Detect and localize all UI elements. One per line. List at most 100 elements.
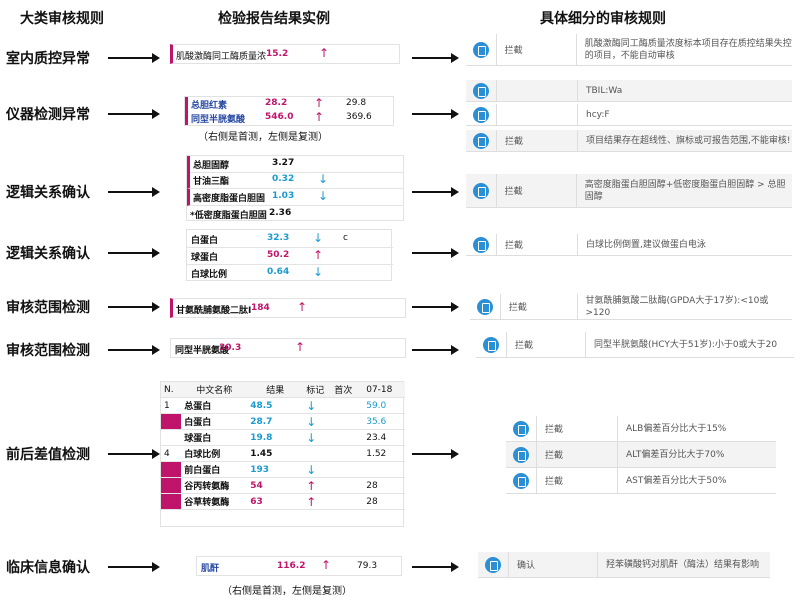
down-arrow-icon: ↓ (303, 429, 332, 446)
rule-type: 拦截 (537, 442, 618, 467)
row-number (161, 413, 182, 430)
arrow-right-5 (412, 302, 459, 312)
prev-value: 1.52 (363, 445, 405, 462)
rule-type: 拦截 (497, 34, 577, 65)
test-name: *低密度脂蛋白胆固 (190, 211, 267, 221)
rule-type: 确认 (509, 552, 598, 577)
example-delta-table: N. 中文名称 结果 标记 首次 07-18 1 总蛋白 48.5 ↓ 59.0… (160, 381, 405, 527)
test-value: 116.2 (277, 561, 306, 571)
test-name: 总胆红素 (191, 101, 228, 111)
note-icon (472, 182, 489, 199)
icon-cell (466, 80, 497, 101)
icon-cell (506, 468, 537, 493)
up-arrow-icon: ↑ (303, 477, 332, 494)
test-name: 白球比例 (191, 270, 228, 280)
note-icon (473, 236, 489, 253)
rule-description: 同型半胱氨酸(HCY大于51岁):小于0或大于20 (594, 339, 778, 350)
table-row: 白球比例 0.64 ↓ (187, 264, 393, 281)
example-protein-table: 白蛋白 32.3 ↓ c 球蛋白 50.2 ↑ 白球比例 0.64 ↓ (186, 229, 393, 281)
note-icon (485, 556, 501, 573)
test-value: 2.36 (269, 208, 292, 218)
up-arrow-icon: ↑ (313, 248, 324, 262)
example-range-1-row: 甘氨酰脯氨酸二肽I 184 ↑ (170, 298, 406, 318)
category-range-1: 审核范围检测 (6, 300, 90, 316)
test-name: 谷草转氨酶 (181, 493, 248, 510)
test-value: 48.5 (247, 397, 304, 414)
icon-cell (470, 294, 501, 319)
prev-value: 369.6 (346, 112, 372, 122)
table-row: 前白蛋白 193 ↓ (161, 461, 405, 478)
test-name: 球蛋白 (191, 253, 219, 263)
prev-value: 35.6 (363, 413, 405, 430)
down-arrow-icon: ↓ (303, 413, 332, 430)
column-header: 07-18 (363, 382, 405, 398)
row-number (161, 461, 182, 478)
arrow-left-5 (108, 302, 160, 312)
rule-type: 拦截 (501, 294, 578, 319)
table-row: 白蛋白 32.3 ↓ c (187, 230, 393, 248)
table-row: *低密度脂蛋白胆固 2.36 (187, 206, 401, 222)
rule-instrument-3: 拦截 项目结果存在超线性、旗标或可报告范围,不能审核! (466, 130, 792, 152)
test-value: 1.45 (247, 445, 304, 462)
arrow-left-4 (108, 248, 160, 258)
rule-instrument-1: TBIL:Wa (466, 80, 792, 102)
table-header-row: N. 中文名称 结果 标记 首次 07-18 (161, 382, 405, 398)
rule-description: 白球比例倒置,建议做蛋白电泳 (586, 239, 706, 250)
note-icon (513, 446, 529, 463)
test-name: 同型半胱氨酸 (175, 346, 230, 356)
rule-description: hcy:F (586, 109, 610, 120)
table-row: 谷草转氨酶 63 ↑ 28 (161, 493, 405, 510)
table-row: 总胆红素 28.2 ↑ 29.8 (185, 96, 393, 111)
rule-clinical: 确认 羟苯磺酸钙对肌酐（酶法）结果有影响 (478, 552, 770, 578)
arrow-right-6 (412, 345, 459, 355)
test-value: 50.2 (267, 250, 290, 260)
test-value: 3.27 (272, 158, 295, 168)
example-clinical-row: 肌酐 116.2 ↑ 79.3 (196, 556, 402, 576)
test-value: 0.64 (267, 267, 290, 277)
rule-range-1: 拦截 甘氨酰脯氨酸二肽酶(GPDA大于17岁):<10或>120 (470, 294, 792, 320)
caption-clinical: （右侧是首测，左侧是复测） (222, 586, 352, 597)
prev-value: 28 (363, 493, 405, 510)
column-header: 中文名称 (181, 382, 248, 398)
rule-description: TBIL:Wa (586, 85, 623, 96)
arrow-right-8 (412, 562, 459, 572)
prev-value: 28 (363, 477, 405, 494)
first-mark (331, 413, 364, 430)
table-row: 球蛋白 50.2 ↑ (187, 247, 393, 265)
arrow-left-6 (108, 345, 160, 355)
row-number: 4 (161, 445, 182, 462)
arrow-left-3 (108, 187, 160, 197)
example-range-2-row: 同型半胱氨酸 30.3 ↑ (170, 338, 406, 358)
table-row: 白蛋白 28.7 ↓ 35.6 (161, 413, 405, 430)
prev-value: 79.3 (357, 561, 378, 571)
test-value: 63 (247, 493, 304, 510)
test-value: 28.7 (247, 413, 304, 430)
table-row: 4 白球比例 1.45 1.52 (161, 445, 405, 462)
extra-mark: c (343, 233, 348, 243)
header-detailed-rules: 具体细分的审核规则 (540, 11, 666, 27)
prev-value: 23.4 (363, 429, 405, 446)
flag-cell (303, 445, 332, 462)
rule-range-2: 拦截 同型半胱氨酸(HCY大于51岁):小于0或大于20 (476, 332, 794, 358)
header-rule-category: 大类审核规则 (20, 11, 104, 27)
arrow-left-1 (108, 53, 160, 63)
up-arrow-icon: ↑ (303, 493, 332, 510)
test-value: 193 (247, 461, 304, 478)
arrow-right-2 (412, 109, 459, 119)
column-header: 首次 (331, 382, 364, 398)
test-value: 32.3 (267, 233, 290, 243)
prev-value: 29.8 (346, 98, 367, 108)
test-name: 甘氨酰脯氨酸二肽I (176, 306, 252, 316)
row-number: 1 (161, 397, 182, 414)
note-icon (483, 336, 499, 353)
category-logic-2: 逻辑关系确认 (6, 246, 90, 262)
rule-type: 拦截 (497, 130, 578, 151)
test-name: 同型半胱氨酸 (191, 115, 246, 125)
note-icon (513, 472, 529, 489)
rule-description: ALB偏差百分比大于15% (626, 423, 727, 434)
arrow-left-7 (108, 449, 160, 459)
rule-type (497, 80, 578, 101)
example-logic-table: 总胆固醇 3.27 甘油三酯 0.32 ↓ 高密度脂蛋白胆固 1.03 ↓ *低… (186, 155, 404, 221)
down-arrow-icon: ↓ (303, 461, 332, 478)
arrow-right-1 (412, 53, 459, 63)
